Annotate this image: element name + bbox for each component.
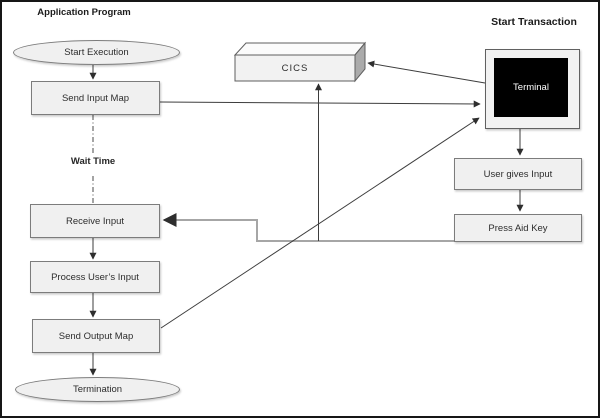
- terminal-screen: Terminal: [494, 58, 568, 117]
- edge-send-output-map-to-terminal: [160, 117, 480, 329]
- node-process-users-input: Process User’s Input: [30, 261, 160, 293]
- edge-press-aid-key-to-receive-input: [162, 213, 454, 242]
- cics-box-top-face: [233, 42, 367, 56]
- node-send-output-map-label: Send Output Map: [58, 330, 134, 342]
- node-user-gives-input: User gives Input: [454, 158, 582, 190]
- node-cics-label: CICS: [281, 62, 309, 74]
- node-send-input-map-label: Send Input Map: [61, 92, 130, 104]
- node-user-gives-input-label: User gives Input: [483, 168, 553, 180]
- node-receive-input-label: Receive Input: [65, 215, 125, 227]
- edge-terminal-to-cics: [367, 60, 486, 84]
- node-press-aid-key-label: Press Aid Key: [488, 222, 548, 234]
- node-press-aid-key: Press Aid Key: [454, 214, 582, 242]
- node-start-execution: Start Execution: [13, 40, 180, 65]
- node-terminal-label: Terminal: [513, 82, 549, 93]
- cics-3d-box: [233, 41, 367, 83]
- wait-time-label: Wait Time: [46, 156, 140, 167]
- start-transaction-title: Start Transaction: [491, 16, 577, 28]
- node-terminal: Terminal: [485, 49, 580, 129]
- node-receive-input: Receive Input: [30, 204, 160, 238]
- node-send-input-map: Send Input Map: [31, 81, 160, 115]
- node-cics: CICS: [235, 55, 355, 81]
- application-program-title: Application Program: [37, 7, 131, 18]
- node-send-output-map: Send Output Map: [32, 319, 160, 353]
- cics-box-front-face: [234, 54, 356, 82]
- node-start-execution-label: Start Execution: [64, 47, 129, 58]
- node-process-users-input-label: Process User’s Input: [51, 271, 139, 283]
- edge-send-input-map-to-terminal: [159, 100, 481, 108]
- node-termination: Termination: [15, 377, 180, 402]
- node-termination-label: Termination: [72, 384, 123, 395]
